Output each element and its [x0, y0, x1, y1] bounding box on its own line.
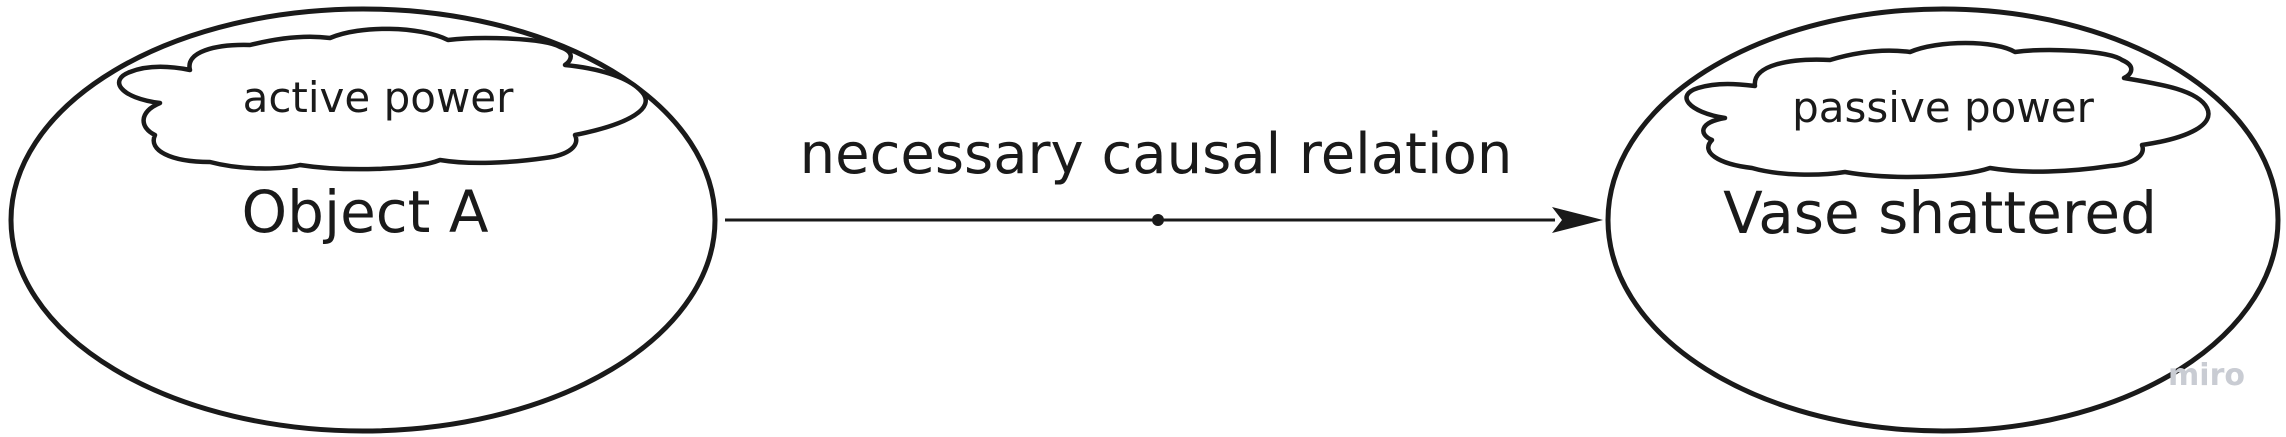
connector-midpoint-handle[interactable]	[1152, 214, 1164, 226]
node-vase-shattered-label: Vase shattered	[1723, 179, 2157, 247]
active-power-cloud	[116, 26, 648, 172]
active-power-label: active power	[243, 73, 515, 122]
arrowhead-icon	[1552, 207, 1603, 233]
passive-power-cloud	[1684, 40, 2211, 180]
node-object-a[interactable]: active power Object A	[8, 6, 718, 434]
passive-power-label: passive power	[1792, 83, 2094, 132]
necessary-causal-relation-connector[interactable]: necessary causal relation	[725, 122, 1603, 233]
node-object-a-label: Object A	[241, 178, 488, 246]
miro-watermark: miro	[2168, 358, 2245, 393]
relation-label: necessary causal relation	[800, 122, 1513, 187]
node-vase-shattered[interactable]: passive power Vase shattered	[1605, 6, 2281, 434]
